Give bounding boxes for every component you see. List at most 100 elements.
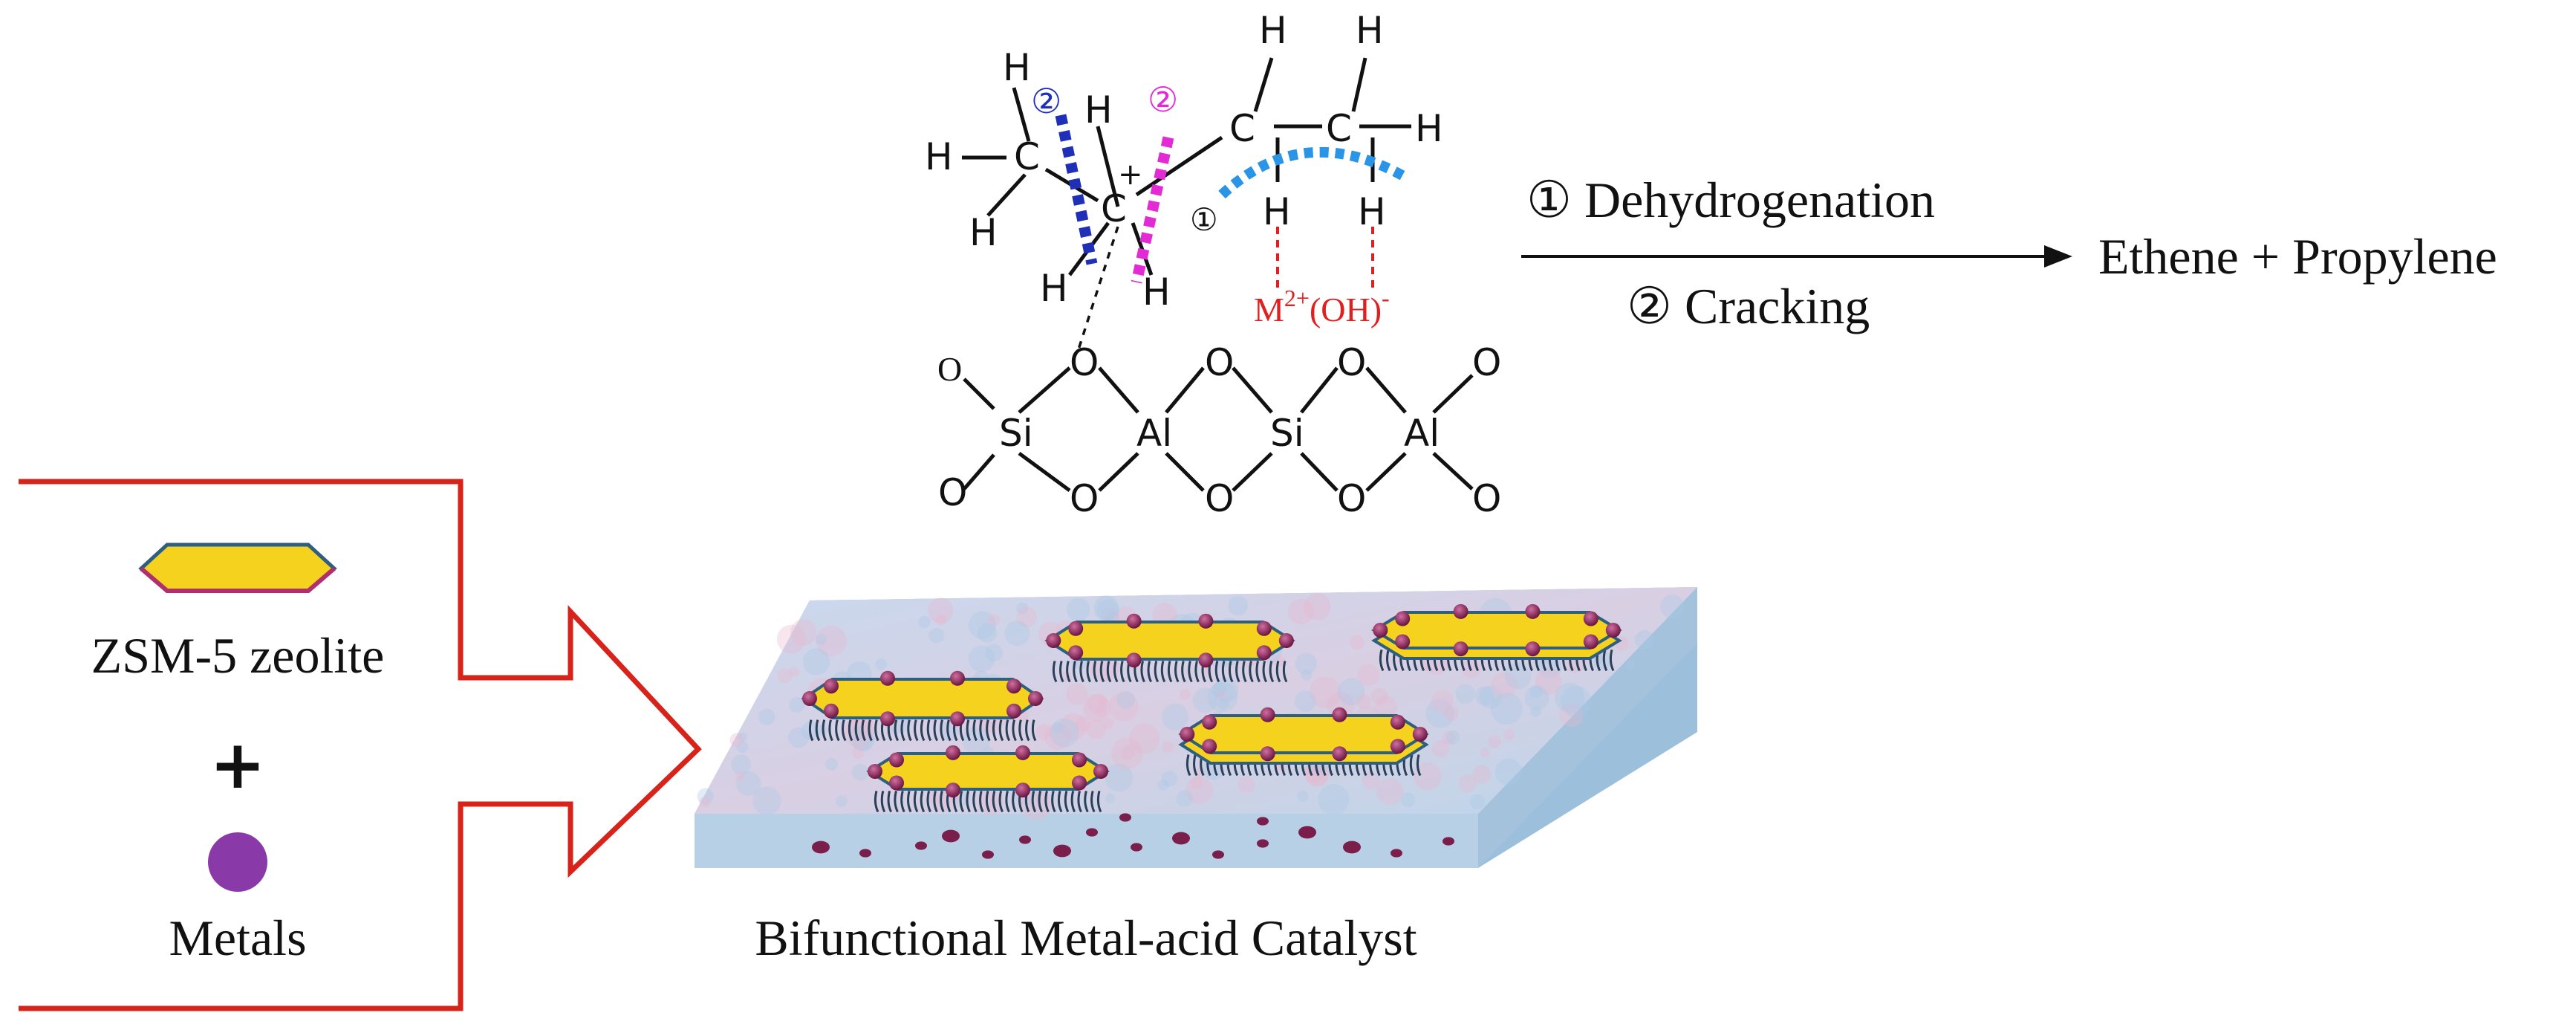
metal-bead <box>1453 641 1468 657</box>
texture-spot <box>816 634 827 645</box>
texture-spot <box>1237 775 1255 794</box>
metal-bead <box>1390 739 1405 754</box>
crystal-fringe <box>1084 791 1089 813</box>
framework-o-9: O <box>1472 477 1501 520</box>
texture-spot <box>1503 729 1515 741</box>
crystal-fringe <box>986 719 991 742</box>
framework-o-6: O <box>1337 341 1366 384</box>
texture-spot <box>1075 716 1091 732</box>
surface-metal-particle <box>1298 826 1316 839</box>
metal-bead <box>880 711 895 727</box>
cracking-cleavage-pink <box>1131 136 1174 284</box>
texture-spot <box>978 788 1004 815</box>
texture-spot <box>1098 697 1108 707</box>
texture-spot <box>1625 660 1635 670</box>
surface-metal-particle <box>942 829 960 843</box>
atom-c-terminal: C <box>1326 107 1352 150</box>
crystal-fringe <box>914 719 919 742</box>
metal-bead <box>1202 714 1217 730</box>
crystal-fringe <box>946 719 952 742</box>
texture-spot <box>1555 682 1585 713</box>
carbocation-mechanism: H H H C H C + H H C H C H H H H ② ② ① M2… <box>925 9 1501 520</box>
crystal-fringe <box>1070 791 1076 813</box>
texture-spot <box>1050 718 1079 748</box>
texture-spot <box>917 615 931 629</box>
crystal-fringe <box>998 719 1004 742</box>
crystal-fringe <box>1064 791 1070 813</box>
zeolite-crystal-icon <box>138 542 337 593</box>
texture-spot <box>776 624 806 654</box>
metal-bead <box>1093 764 1108 779</box>
atom-h-terminal-right: H <box>1415 107 1443 150</box>
texture-spot <box>1095 705 1108 718</box>
crystal-fringe <box>1228 661 1234 683</box>
crystal-fringe <box>1242 661 1247 683</box>
texture-spot <box>1479 685 1503 709</box>
framework-si-2: Si <box>1270 412 1304 455</box>
crystal-fringe <box>1031 791 1037 813</box>
texture-spot <box>1304 593 1331 621</box>
crystal-fringe <box>926 791 931 813</box>
framework-o-2: O <box>938 471 967 514</box>
crystal-fringe <box>1235 661 1240 683</box>
crystal-fringe <box>1275 661 1281 683</box>
metal-bead <box>1068 621 1084 636</box>
texture-spot <box>1376 778 1404 806</box>
crystal-fringe <box>1012 791 1017 813</box>
crystal-fringe <box>1018 719 1024 742</box>
texture-spot <box>1103 717 1114 729</box>
texture-spot <box>1102 607 1120 625</box>
crystal-fringe <box>880 791 886 813</box>
texture-spot <box>1288 598 1314 625</box>
crystal-fringe <box>1181 661 1186 683</box>
texture-spot <box>984 644 1003 662</box>
crystal-fringe <box>1096 791 1102 813</box>
texture-spot <box>1020 788 1053 820</box>
texture-spot <box>1108 691 1139 722</box>
texture-spot <box>1120 745 1136 760</box>
metal-bead <box>1068 645 1084 661</box>
texture-spot <box>1413 762 1442 791</box>
texture-spot <box>816 625 847 657</box>
surface-metal-particle <box>1343 840 1361 854</box>
framework-si-1: Si <box>999 412 1033 455</box>
surface-metal-particle <box>982 850 994 859</box>
texture-spot <box>1086 719 1107 739</box>
crystal-fringe <box>1051 791 1056 813</box>
texture-spot <box>1217 690 1226 699</box>
crystal-fringe <box>979 719 984 742</box>
crystal-fringe <box>815 719 821 742</box>
texture-spot <box>1192 687 1218 713</box>
texture-spot <box>987 613 1001 626</box>
crystal-fringe <box>920 791 926 813</box>
framework-o-5: O <box>1205 477 1234 520</box>
texture-spot <box>962 727 990 755</box>
texture-spot <box>777 667 793 684</box>
metal-bead <box>1126 652 1142 668</box>
crystal-fringe <box>1077 791 1082 813</box>
crystal-fringe <box>1066 661 1071 683</box>
crystal-fringe <box>1255 661 1261 683</box>
texture-spot <box>851 763 869 781</box>
cracking-marker-pink: ② <box>1148 81 1178 119</box>
texture-spot <box>731 754 751 775</box>
texture-spot <box>927 597 954 623</box>
surface-metal-particle <box>1212 850 1224 859</box>
surface-metal-particle <box>1053 844 1071 858</box>
texture-spot <box>1472 765 1492 784</box>
crystal-fringe <box>874 791 879 813</box>
carbocation-oxygen-interaction <box>1077 226 1119 350</box>
crystal-fringe <box>894 719 900 742</box>
crystal-layer <box>866 752 1110 791</box>
metal-bead <box>824 678 839 694</box>
metal-bead <box>946 783 960 798</box>
crystal-fringe <box>1005 719 1011 742</box>
crystal-fringe <box>1379 650 1385 672</box>
metal-bead <box>868 764 882 779</box>
crystal-fringe <box>1059 661 1064 683</box>
surface-metal-particle <box>1443 837 1454 846</box>
metal-bead <box>824 703 839 719</box>
surface-metal-particle <box>1131 843 1142 852</box>
crystal-layer <box>1044 621 1295 661</box>
